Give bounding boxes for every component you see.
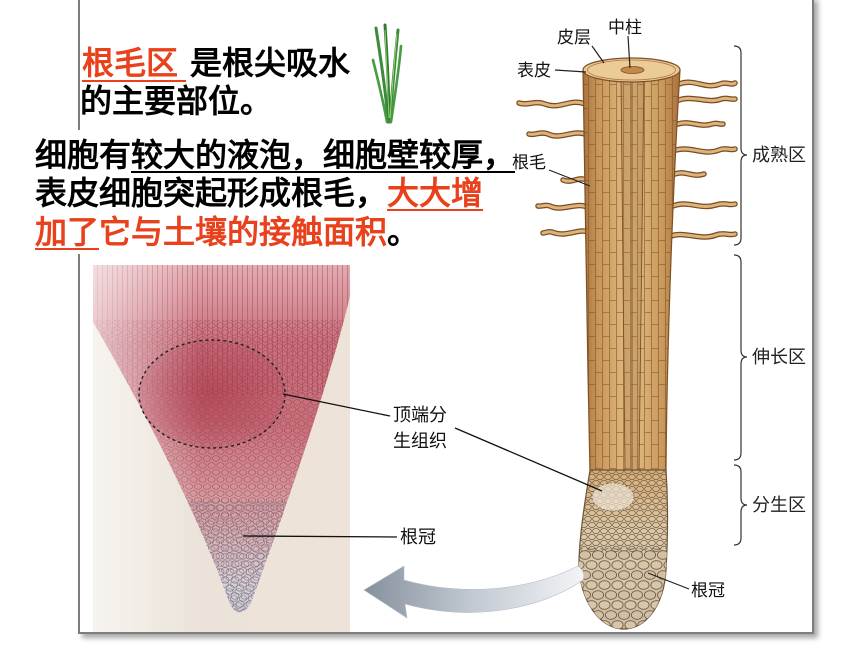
root-diagram xyxy=(578,57,681,630)
root-cell-pattern xyxy=(583,70,680,472)
grass-blade xyxy=(371,58,389,124)
line-5-end: 。 xyxy=(387,213,420,251)
apical-meristem-label-line1: 顶端分 xyxy=(393,405,447,426)
root-hair-zone-term: 根毛区 xyxy=(82,46,187,82)
line-2: 的主要部位。 xyxy=(80,82,272,120)
cortex-label: 皮层 xyxy=(557,28,591,48)
line-3-underlined: 较大的液泡，细胞壁较厚， xyxy=(131,136,516,174)
maturation-zone-label: 成熟区 xyxy=(752,145,806,166)
curved-arrow-left-icon xyxy=(363,565,585,619)
elongation-zone-bracket xyxy=(733,254,748,461)
root-hair-label: 根毛 xyxy=(512,153,546,173)
root-leader-lines xyxy=(548,35,690,590)
grass-blade xyxy=(389,44,403,124)
apical-meristem-label-line2: 生组织 xyxy=(393,431,447,452)
apical-meristem xyxy=(591,482,635,512)
meristem-leader-left xyxy=(282,393,391,417)
epidermis-label: 表皮 xyxy=(517,61,551,81)
apical-meristem-region xyxy=(138,339,286,449)
root-hair xyxy=(527,131,587,138)
root-hair xyxy=(671,202,737,208)
root-hair xyxy=(669,232,737,239)
explanation-text-box: 细胞有较大的液泡，细胞壁较厚， 表皮细胞突起形成根毛，大大增 加了它与土壤的接触… xyxy=(28,130,515,254)
stele-leader xyxy=(627,35,631,69)
stele-edges xyxy=(620,73,645,473)
root-hair-leader xyxy=(548,169,591,187)
line-5-highlight-underlined: 加了 xyxy=(35,213,100,251)
line-3: 细胞有较大的液泡，细胞壁较厚， xyxy=(35,136,515,174)
line-4: 表皮细胞突起形成根毛，大大增 xyxy=(35,174,483,212)
title-line-text: 是根尖吸水 xyxy=(190,44,351,82)
meristem-zone-bracket xyxy=(733,464,748,546)
grass-icon xyxy=(371,23,403,124)
line-2-text: 的主要部位。 xyxy=(80,82,273,120)
stele-label: 中柱 xyxy=(608,18,642,38)
meristem-leader-right xyxy=(454,427,603,492)
root-tip-micrograph xyxy=(93,265,350,632)
stele xyxy=(621,74,644,472)
meristem-zone-label: 分生区 xyxy=(752,495,806,516)
line-4-text: 表皮细胞突起形成根毛， xyxy=(35,174,388,212)
line-4-highlight: 大大增 xyxy=(387,174,484,212)
epidermis-ring xyxy=(587,59,676,81)
root-hair xyxy=(517,100,587,108)
micrograph-leader-lines xyxy=(242,393,603,538)
micro-root-cap-leader xyxy=(242,535,398,538)
line-5: 加了它与土壤的接触面积。 xyxy=(35,213,419,251)
meristem-cells xyxy=(578,470,668,552)
micro-root-cap-label: 根冠 xyxy=(400,527,436,548)
grass-blade xyxy=(374,26,390,124)
root-hair xyxy=(673,171,706,177)
root-cap-leader xyxy=(647,572,690,590)
grass-highlight xyxy=(384,29,398,119)
zone-brackets xyxy=(733,45,748,546)
zone-labels: 成熟区 伸长区 分生区 xyxy=(752,145,806,516)
root-hair xyxy=(674,147,737,154)
maturation-zone-bracket xyxy=(733,45,748,246)
root-hair xyxy=(536,203,589,210)
title-line: 根毛区是根尖吸水 xyxy=(82,44,350,82)
root-hair xyxy=(677,96,737,103)
root-cap-label: 根冠 xyxy=(691,581,725,601)
tissue-left-fade xyxy=(93,265,203,632)
elongation-zone-label: 伸长区 xyxy=(752,347,806,368)
epidermis-leader xyxy=(554,69,587,73)
root-hair xyxy=(541,229,590,236)
line-3-prefix: 细胞有 xyxy=(35,136,132,174)
root-cap-cells xyxy=(578,548,668,630)
stele-top xyxy=(620,66,645,74)
root-hairs xyxy=(516,79,738,240)
cortex-leader xyxy=(591,45,605,64)
micrograph-labels: 顶端分 生组织 根冠 xyxy=(393,405,447,548)
root-hair xyxy=(676,121,725,127)
root-labels: 皮层 中柱 表皮 根毛 根冠 xyxy=(512,18,725,601)
root-hair xyxy=(677,80,737,88)
line-5-highlight: 它与土壤的接触面积 xyxy=(99,213,388,251)
